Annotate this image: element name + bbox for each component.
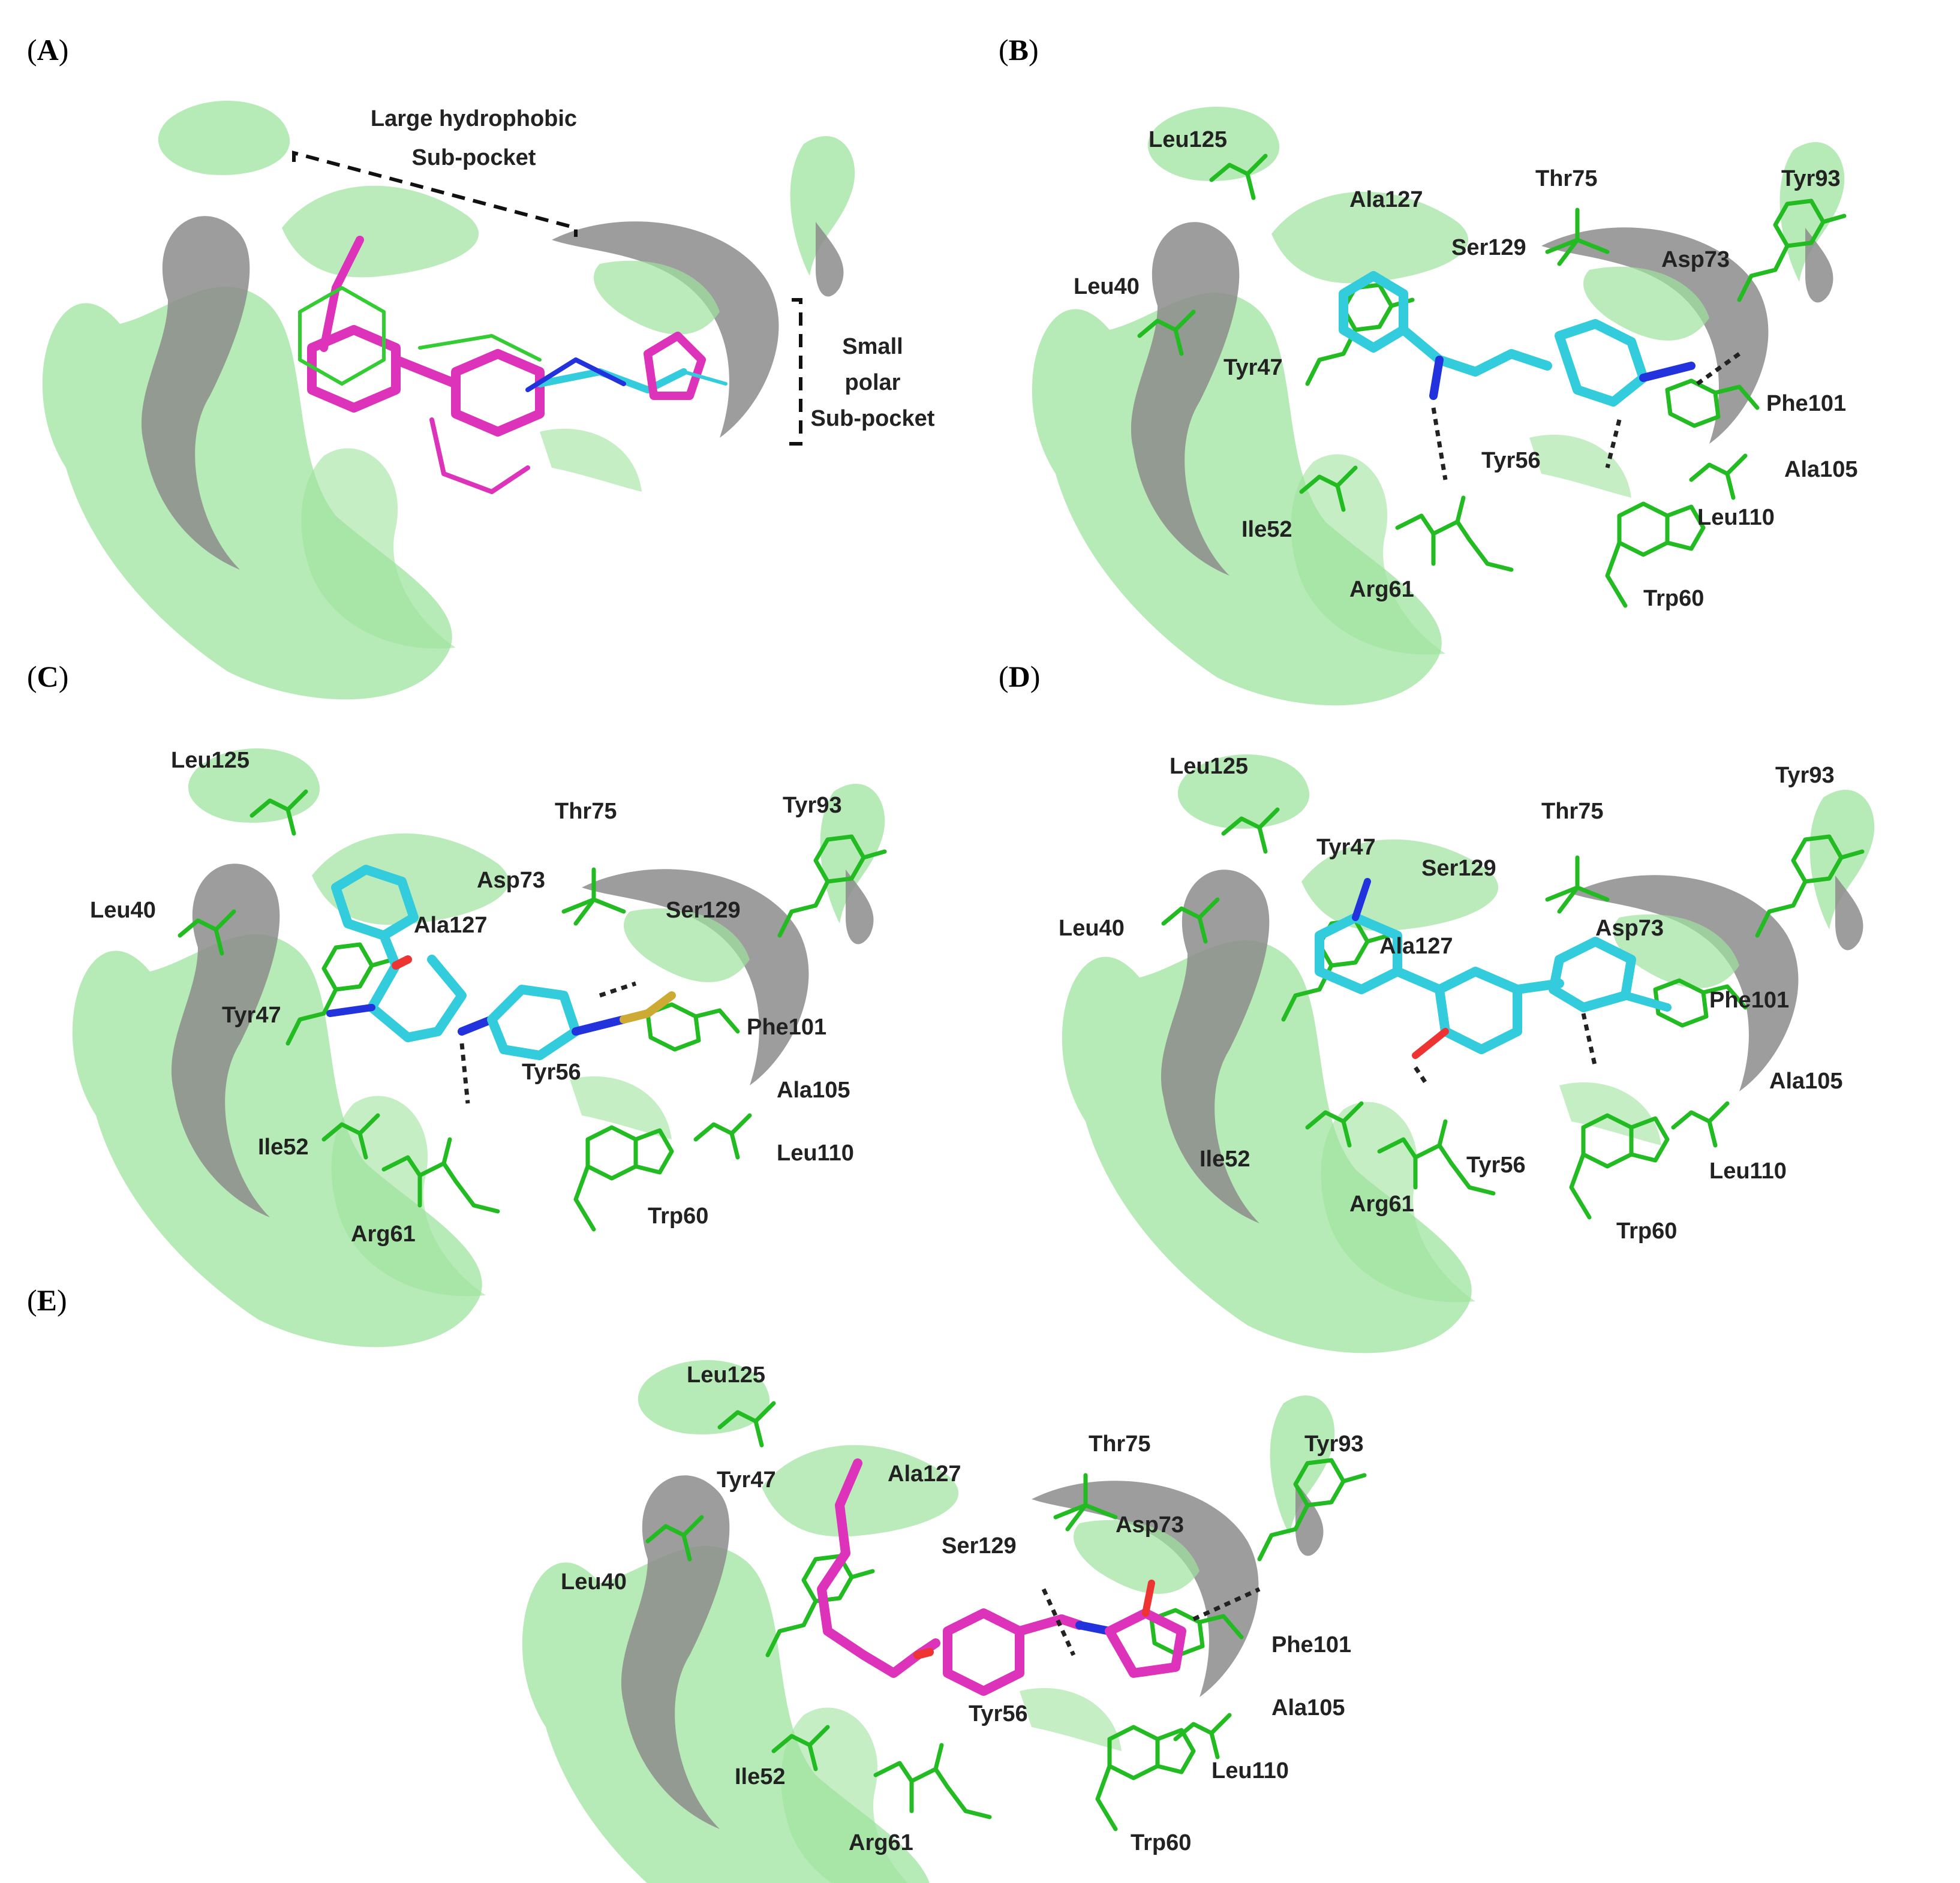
hbond: [1696, 352, 1741, 386]
residue-label: Tyr56: [1466, 1153, 1526, 1178]
residue-label: Ser129: [666, 898, 741, 923]
residue-label: Leu40: [90, 898, 156, 923]
residue-label: Leu110: [1697, 505, 1775, 530]
residue-label: Ser129: [1421, 856, 1496, 881]
panel-a: (A) Large hydrophobic Sub-pocket Small p…: [27, 33, 935, 700]
residue-label: Tyr93: [1775, 763, 1835, 788]
residue-label: Ala105: [1769, 1069, 1843, 1094]
panel-label-b: (B): [999, 33, 1039, 67]
pocket-surface: [42, 100, 855, 700]
panel-b: (B) Leu125 Ala127 Thr75 Tyr93 Ser129 Asp…: [999, 33, 1858, 706]
residue-label: Ile52: [1241, 517, 1292, 542]
hbond: [599, 981, 637, 998]
residue-label: Leu40: [1074, 274, 1140, 299]
residue-label: Ile52: [1200, 1147, 1250, 1172]
residue-label: Thr75: [1535, 166, 1597, 191]
residue-label: Tyr47: [1316, 835, 1376, 860]
residue-label: Trp60: [648, 1204, 708, 1229]
residue-label: Leu125: [687, 1362, 765, 1388]
residue-label: Trp60: [1643, 586, 1704, 611]
annotation-small-1: Small: [842, 334, 903, 359]
residue-label: Phe101: [1709, 988, 1789, 1013]
residue-label: Trp60: [1131, 1830, 1191, 1855]
residue-label: Thr75: [1541, 799, 1603, 824]
panel-label-c: (C): [27, 660, 68, 693]
residue-label: Asp73: [1116, 1512, 1184, 1538]
residue-label: Ala105: [777, 1078, 850, 1103]
large-pocket-bracket: [292, 151, 578, 237]
panel-label-d: (D): [999, 660, 1040, 693]
ligand: [1315, 878, 1672, 1059]
residue-label: Ala127: [414, 913, 488, 938]
residue-label: Thr75: [555, 799, 617, 824]
residue-label: Leu40: [561, 1569, 627, 1595]
residue-label: Asp73: [1661, 247, 1730, 272]
residue-label: Leu125: [171, 748, 249, 773]
pocket-surface: [1062, 754, 1875, 1353]
panel-e: (E) Leu125 Tyr47 Ala127 Thr75 Tyr93 Ser1…: [27, 1283, 1364, 1883]
pocket-surface: [72, 748, 885, 1347]
residue-label: Leu125: [1149, 127, 1227, 152]
residue-label: Trp60: [1616, 1219, 1677, 1244]
residue-label: Ser129: [1451, 235, 1526, 260]
residue-label: Tyr56: [969, 1701, 1028, 1726]
residue-label: Tyr93: [1781, 166, 1841, 191]
residue-label: Arg61: [849, 1830, 913, 1855]
residue-label: Ile52: [735, 1764, 786, 1789]
residue-label: Thr75: [1089, 1431, 1150, 1457]
residue-label: Tyr56: [522, 1060, 581, 1085]
pocket-surface: [1032, 106, 1845, 706]
panel-d: (D) Leu125 Tyr93 Tyr47 Thr75 Ser129 Leu4…: [999, 660, 1875, 1353]
ligand: [1339, 271, 1696, 407]
residue-label: Arg61: [1349, 1192, 1414, 1217]
residue-label: Phe101: [1766, 391, 1846, 416]
residue-label: Leu110: [1709, 1159, 1787, 1184]
hbond: [1414, 1066, 1429, 1087]
residue-label: Asp73: [477, 868, 545, 893]
hbond: [1192, 1587, 1261, 1622]
ligand: [817, 1458, 1186, 1696]
residue-label: Ala127: [888, 1461, 961, 1487]
residue-label: Asp73: [1595, 916, 1664, 941]
small-pocket-bracket: [789, 298, 802, 446]
residue-label: Tyr93: [1304, 1431, 1364, 1457]
panel-label-a: (A): [27, 33, 68, 67]
residue-label: Tyr56: [1481, 448, 1541, 473]
panel-c: (C) Leu125 Thr75 Tyr93 Asp73 Ser129 Leu4…: [27, 660, 885, 1347]
hbond: [1431, 407, 1448, 480]
residue-label: Arg61: [1349, 577, 1414, 602]
residue-label: Ser129: [942, 1533, 1017, 1559]
residue-label: Leu40: [1059, 916, 1125, 941]
annotation-large-2: Sub-pocket: [412, 145, 536, 170]
hbond: [1605, 419, 1622, 468]
residue-label: Arg61: [351, 1222, 416, 1247]
residue-label: Leu110: [1212, 1758, 1289, 1783]
annotation-small-2: polar: [845, 370, 901, 395]
annotation-large-1: Large hydrophobic: [371, 106, 577, 131]
residue-label: Tyr47: [1224, 355, 1283, 380]
residue-label: Ala105: [1271, 1695, 1345, 1720]
ligand: [326, 865, 676, 1060]
residue-label: Ala127: [1379, 934, 1453, 959]
annotation-small-3: Sub-pocket: [811, 406, 935, 431]
residue-label: Tyr47: [222, 1003, 281, 1028]
residue-label: Phe101: [747, 1015, 826, 1040]
residue-label: Tyr93: [783, 793, 842, 818]
residue-label: Ala105: [1784, 457, 1858, 482]
hbond: [459, 1043, 470, 1104]
hbond: [1581, 1013, 1598, 1068]
residue-label: Tyr47: [717, 1467, 776, 1493]
panel-label-e: (E): [27, 1283, 67, 1317]
ligand-overlay: [298, 236, 728, 494]
residue-label: Phe101: [1271, 1632, 1351, 1658]
residue-label: Leu125: [1170, 754, 1248, 779]
pocket-surface: [522, 1359, 1335, 1883]
residue-label: Ala127: [1349, 187, 1423, 212]
residue-label: Leu110: [777, 1141, 854, 1166]
hbond: [1041, 1588, 1076, 1656]
residue-label: Ile52: [258, 1135, 309, 1160]
